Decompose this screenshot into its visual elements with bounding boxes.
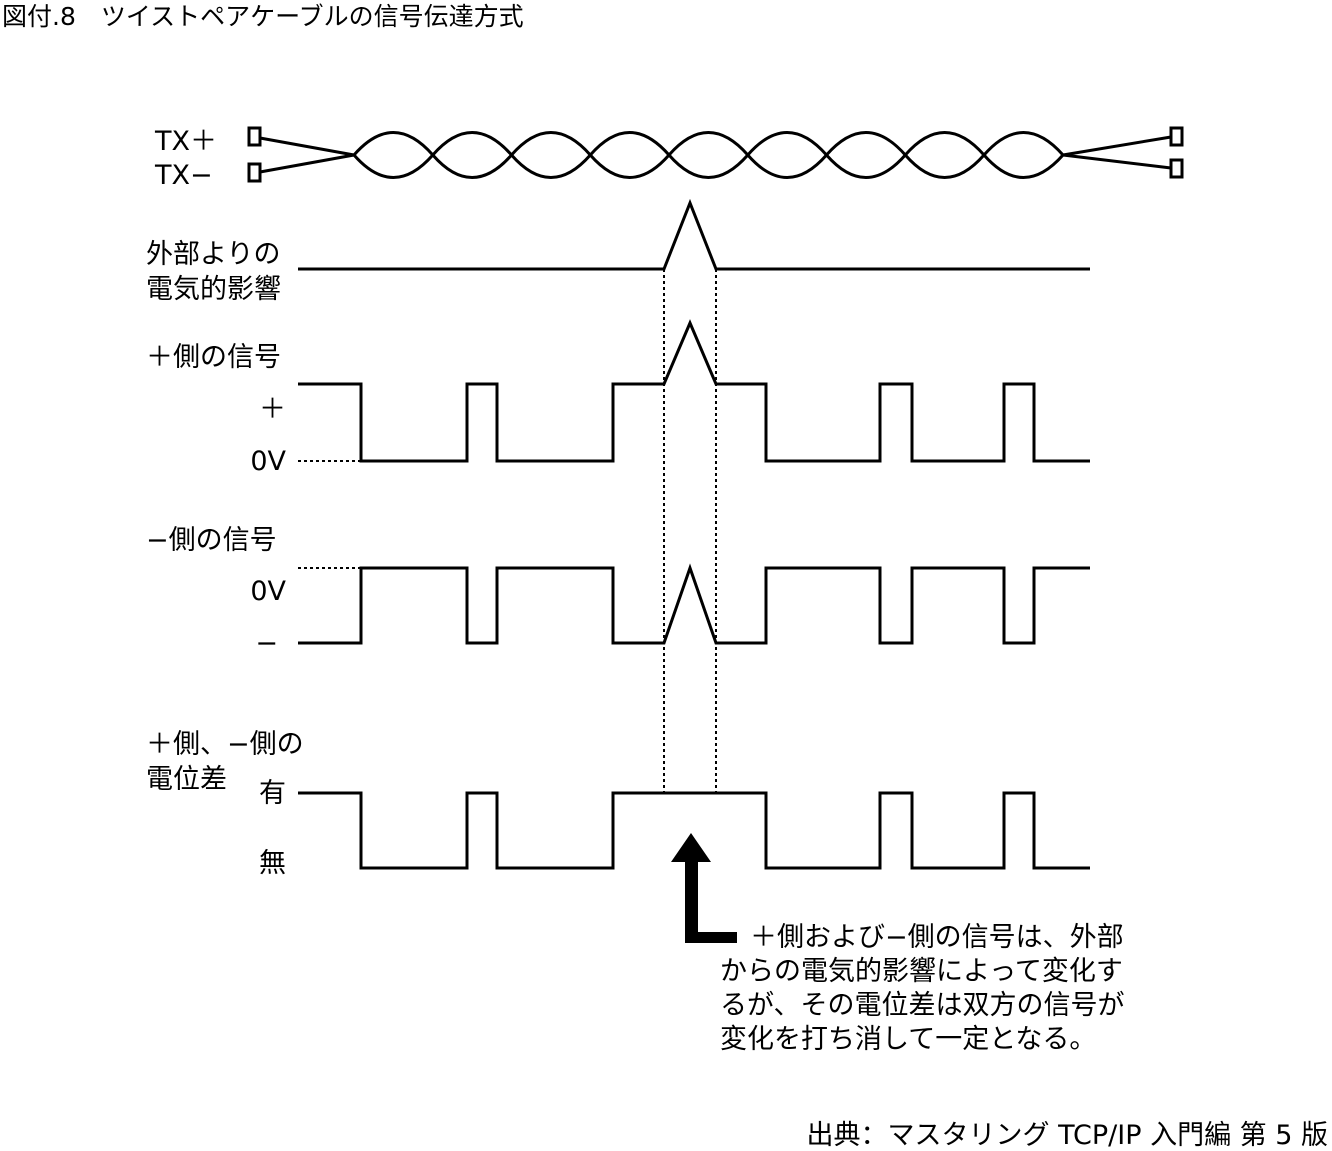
external-influence-waveform (298, 198, 1090, 271)
annotation-line: るが、その電位差は双方の信号が (720, 990, 1125, 1021)
diff-low-level-label: 無 (259, 848, 286, 879)
twisted-pair-cable (247, 126, 1184, 183)
minus-high-level-label: 0V (250, 576, 286, 607)
tx-plus-terminal (247, 126, 262, 147)
rx-minus-terminal (1169, 158, 1184, 179)
figure-title: 図付.8 ツイストペアケーブルの信号伝達方式 (2, 2, 524, 31)
annotation-line: 変化を打ち消して一定となる。 (720, 1024, 1097, 1055)
plus-signal-waveform (298, 319, 1090, 463)
plus-high-level-label: ＋ (259, 394, 286, 425)
tx-minus-label: TX− (155, 160, 213, 191)
source-citation: 出典：マスタリング TCP/IP 入門編 第 5 版 (806, 1120, 1328, 1151)
plus-signal-label: ＋側の信号 (146, 342, 281, 373)
cable-right-wire-minus (1062, 153, 1172, 170)
cable-twist-wire-a (352, 131, 1065, 179)
annotation-line: からの電気的影響によって変化す (720, 956, 1123, 987)
cable-left-wire-minus (259, 153, 355, 174)
annotation-text: ＋側および−側の信号は、外部 からの電気的影響によって変化す るが、その電位差は… (720, 921, 1180, 1057)
diff-label-line1: ＋側、−側の (146, 729, 304, 760)
minus-low-level-label: − (255, 628, 278, 659)
external-influence-label-line2: 電気的影響 (146, 274, 281, 305)
diff-high-level-label: 有 (259, 778, 286, 809)
tx-minus-terminal (247, 162, 262, 183)
annotation-line: ＋側および−側の信号は、外部 (750, 922, 1124, 953)
diff-label-line2: 電位差 (146, 764, 227, 795)
external-influence-label-line1: 外部よりの (146, 239, 281, 270)
cable-twist-wire-b (352, 131, 1065, 179)
cable-left-wire-plus (259, 136, 355, 157)
callout-arrow (671, 833, 737, 943)
differential-signal-waveform (298, 791, 1090, 870)
tx-plus-label: TX＋ (155, 126, 217, 157)
minus-signal-label: −側の信号 (146, 525, 277, 556)
cable-right-wire-plus (1062, 135, 1172, 157)
minus-signal-waveform (298, 563, 1090, 645)
plus-low-level-label: 0V (250, 446, 286, 477)
rx-plus-terminal (1169, 126, 1184, 147)
